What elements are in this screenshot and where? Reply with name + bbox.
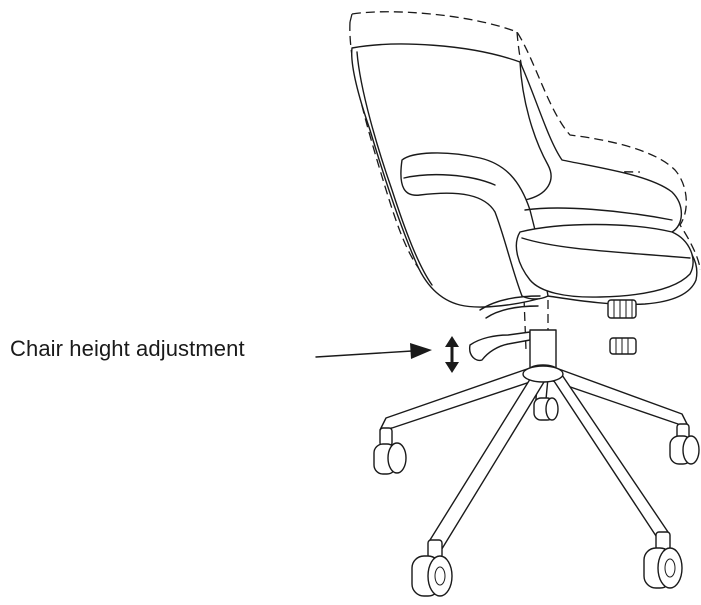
chair-shell <box>350 43 698 308</box>
height-adjustment-label: Chair height adjustment <box>10 336 245 361</box>
arrow-right-icon <box>315 343 432 359</box>
star-base <box>379 365 689 553</box>
caster-wheel-icon <box>373 397 700 597</box>
up-down-arrow-icon <box>445 336 459 373</box>
tilt-knob-icon <box>607 299 637 355</box>
height-lever-icon <box>468 295 541 362</box>
